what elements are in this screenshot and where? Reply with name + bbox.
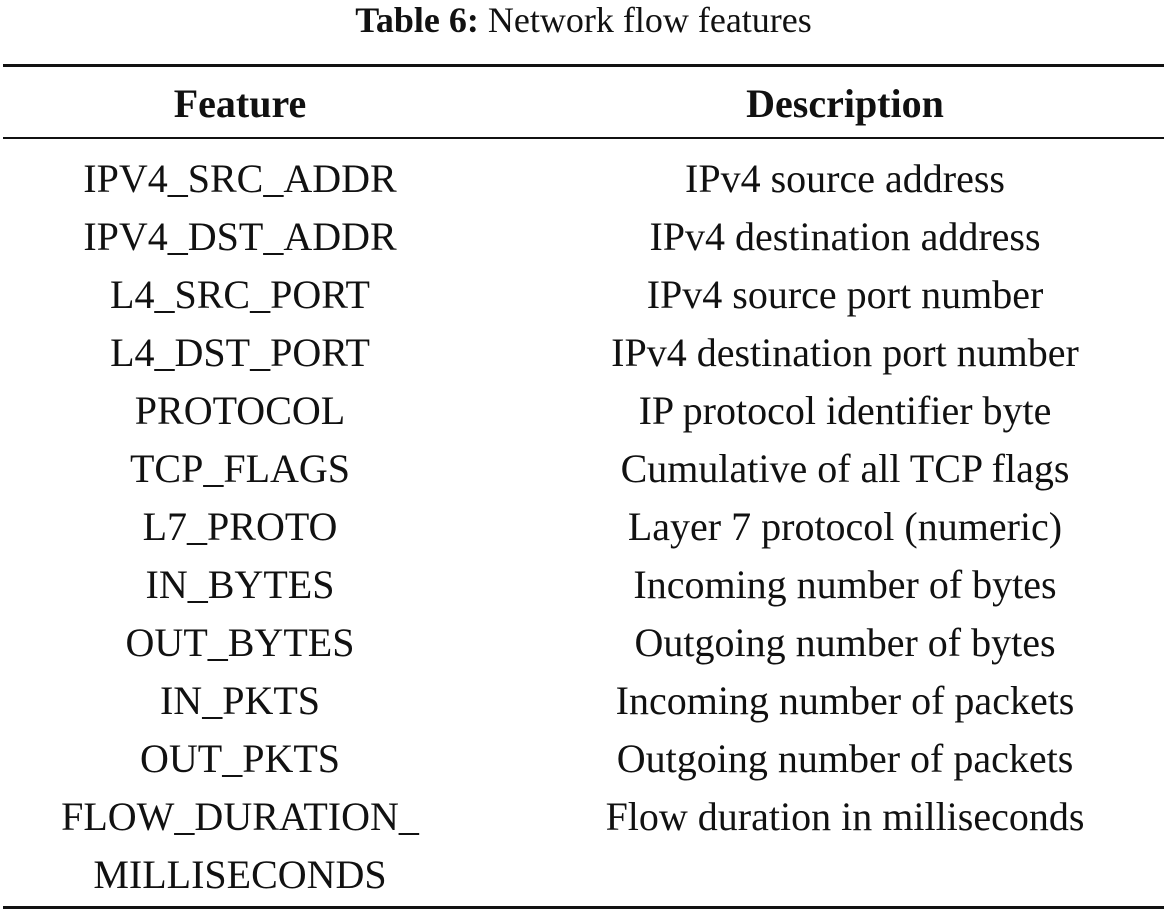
feature-cell-line-1: FLOW_DURATION_: [61, 794, 419, 839]
description-cell: IP protocol identifier byte: [638, 388, 1052, 433]
table-header-row: Feature Description: [0, 82, 1167, 126]
description-cell: IPv4 destination address: [649, 214, 1041, 259]
table-row: IPV4_SRC_ADDR IPv4 source address: [0, 150, 1167, 208]
feature-cell: L4_SRC_PORT: [110, 272, 370, 317]
table-body: IPV4_SRC_ADDR IPv4 source address IPV4_D…: [0, 150, 1167, 904]
table-caption-label: Table 6:: [355, 0, 479, 40]
description-cell: IPv4 destination port number: [611, 330, 1079, 375]
table-caption: Table 6: Network flow features: [0, 0, 1167, 40]
feature-cell: IPV4_SRC_ADDR: [83, 156, 397, 201]
feature-cell: IN_BYTES: [145, 562, 335, 607]
description-cell: Layer 7 protocol (numeric): [627, 504, 1063, 549]
feature-cell: L7_PROTO: [142, 504, 338, 549]
feature-cell: TCP_FLAGS: [129, 446, 351, 491]
table-top-rule: [3, 64, 1164, 67]
table-caption-text: Network flow features: [487, 0, 812, 40]
table-row: OUT_BYTES Outgoing number of bytes: [0, 614, 1167, 672]
description-cell: Incoming number of bytes: [633, 562, 1057, 607]
table-row: L4_SRC_PORT IPv4 source port number: [0, 266, 1167, 324]
description-cell: Cumulative of all TCP flags: [620, 446, 1070, 491]
table-header-rule: [3, 137, 1164, 139]
table-bottom-rule: [3, 906, 1164, 909]
table-row: IPV4_DST_ADDR IPv4 destination address: [0, 208, 1167, 266]
table-row: PROTOCOL IP protocol identifier byte: [0, 382, 1167, 440]
description-cell: Outgoing number of bytes: [634, 620, 1056, 665]
feature-cell: OUT_PKTS: [139, 736, 341, 781]
table-row: L4_DST_PORT IPv4 destination port number: [0, 324, 1167, 382]
description-cell: Outgoing number of packets: [616, 736, 1074, 781]
description-cell: Flow duration in milliseconds: [605, 794, 1085, 839]
description-cell: IPv4 source port number: [646, 272, 1044, 317]
table-row: OUT_PKTS Outgoing number of packets: [0, 730, 1167, 788]
table-row: FLOW_DURATION_ MILLISECONDS Flow duratio…: [0, 788, 1167, 904]
description-cell: Incoming number of packets: [615, 678, 1075, 723]
feature-cell: IPV4_DST_ADDR: [83, 214, 397, 259]
table-row: IN_PKTS Incoming number of packets: [0, 672, 1167, 730]
header-feature: Feature: [173, 81, 307, 126]
feature-cell: IN_PKTS: [159, 678, 321, 723]
feature-cell: OUT_BYTES: [125, 620, 355, 665]
table-row: L7_PROTO Layer 7 protocol (numeric): [0, 498, 1167, 556]
feature-cell: L4_DST_PORT: [110, 330, 370, 375]
feature-cell: PROTOCOL: [134, 388, 346, 433]
table-row: IN_BYTES Incoming number of bytes: [0, 556, 1167, 614]
feature-cell: FLOW_DURATION_ MILLISECONDS: [20, 788, 460, 904]
table-row: TCP_FLAGS Cumulative of all TCP flags: [0, 440, 1167, 498]
header-description: Description: [746, 81, 944, 126]
description-cell: IPv4 source address: [685, 156, 1005, 201]
feature-cell-line-2: MILLISECONDS: [93, 852, 387, 897]
